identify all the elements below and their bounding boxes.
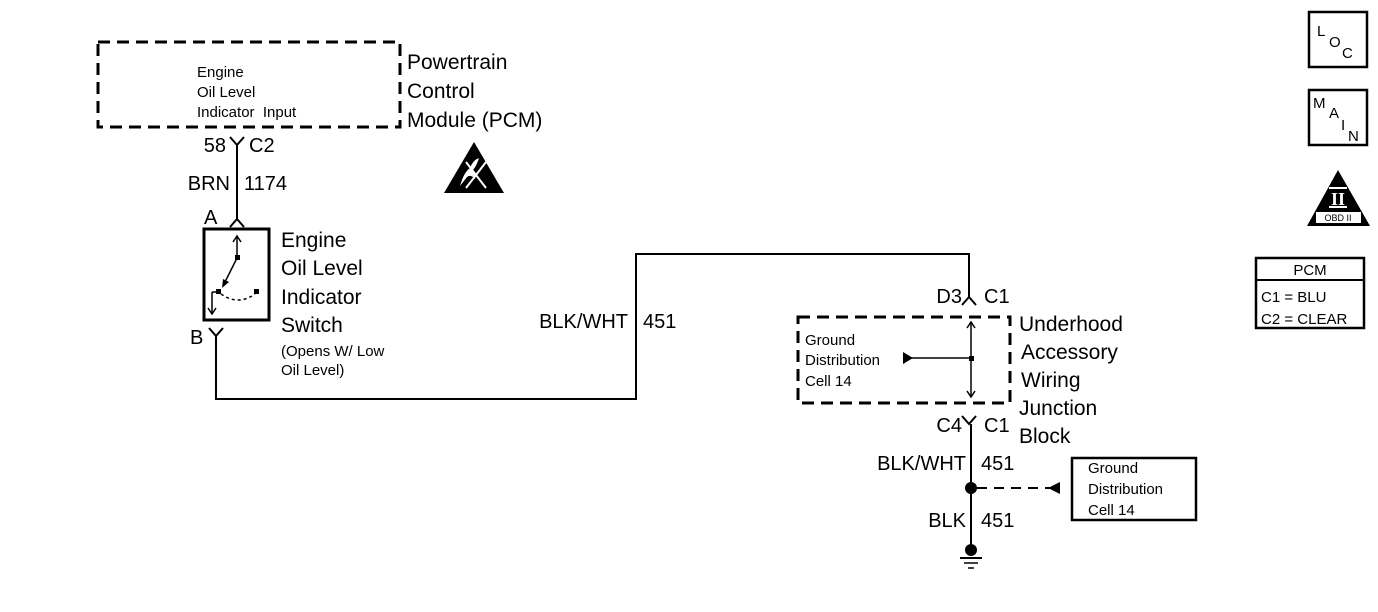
obd-ii-label: OBD II: [1324, 213, 1351, 223]
loc-letter-c: C: [1342, 45, 1353, 62]
pcm-input-line-2: Oil Level: [197, 84, 255, 101]
switch-box: [202, 227, 271, 322]
pcm-connector: C2: [249, 135, 275, 157]
junction-ground-line-3: Cell 14: [805, 373, 852, 390]
junction-bottom-connector: C1: [984, 415, 1010, 437]
blk-wht-wire-color: BLK/WHT: [539, 311, 628, 333]
switch-terminal-a: A: [204, 207, 218, 229]
loc-letter-o: O: [1329, 34, 1341, 51]
pcm-input-line-1: Engine: [197, 64, 244, 81]
switch-name-line-2: Oil Level: [281, 257, 363, 280]
blk-wht-wire-circuit: 451: [643, 311, 676, 333]
junction-bus: [903, 320, 976, 399]
switch-contacts: [207, 234, 259, 316]
ground-ref-line-2: Distribution: [1088, 481, 1163, 498]
junction-name-line-2: Accessory: [1021, 341, 1118, 364]
switch-b-connector-symbol: [208, 327, 224, 338]
pcm-box: [96, 40, 402, 129]
ground-ref-arrow: [1048, 482, 1060, 494]
junction-name-line-5: Block: [1019, 425, 1071, 448]
switch-name-line-3: Indicator: [281, 286, 362, 309]
blk-wht-wire: [215, 253, 970, 400]
obd-ii-numeral: II: [1331, 189, 1345, 209]
ground-ref-box: [1070, 456, 1198, 522]
brn-wire-circuit: 1174: [244, 173, 287, 195]
pcm-name-line-3: Module (PCM): [407, 109, 542, 132]
pcm-legend-row-1: C1 = BLU: [1261, 289, 1326, 306]
junction-ground-line-2: Distribution: [805, 352, 880, 369]
switch-note-line-1: (Opens W/ Low: [281, 343, 385, 360]
main-letter-m: M: [1313, 95, 1326, 112]
pcm-connector-symbol: [229, 136, 245, 147]
pcm-pin: 58: [204, 135, 226, 157]
obd-ii-reference-button[interactable]: II OBD II: [1307, 170, 1370, 226]
main-letter-n: N: [1348, 128, 1359, 145]
switch-name-line-1: Engine: [281, 229, 346, 252]
pcm-legend-row-2: C2 = CLEAR: [1261, 311, 1347, 328]
ground-ref-line-1: Ground: [1088, 460, 1138, 477]
loc-letter-l: L: [1317, 23, 1325, 40]
lower-wire-color: BLK/WHT: [877, 453, 966, 475]
lower-wire-circuit: 451: [981, 453, 1014, 475]
main-reference-button[interactable]: M A I N: [1307, 88, 1369, 147]
junction-top-connector-symbol: [961, 295, 977, 306]
junction-bottom-connector-symbol: [961, 415, 977, 426]
pcm-input-line-3: Indicator Input: [197, 104, 297, 121]
switch-a-connector-symbol: [229, 217, 245, 228]
pcm-name-line-1: Powertrain: [407, 51, 507, 74]
junction-ground-line-1: Ground: [805, 332, 855, 349]
ground-wire-circuit: 451: [981, 510, 1014, 532]
ground-wire-color: BLK: [928, 510, 966, 532]
splice-point: [965, 482, 977, 494]
junction-name-line-1: Underhood: [1019, 313, 1123, 336]
pcm-connector-legend: PCM C1 = BLU C2 = CLEAR: [1254, 256, 1366, 330]
junction-bottom-pin: C4: [936, 415, 962, 437]
main-letter-i: I: [1341, 117, 1345, 134]
loc-reference-button[interactable]: L O C: [1307, 10, 1369, 69]
switch-name-line-4: Switch: [281, 314, 343, 337]
main-letter-a: A: [1329, 105, 1339, 122]
brn-wire-color: BRN: [188, 173, 230, 195]
ground-symbol: [960, 544, 982, 569]
switch-note-line-2: Oil Level): [281, 362, 344, 379]
junction-name-line-3: Wiring: [1021, 369, 1081, 392]
junction-top-pin: D3: [936, 286, 962, 308]
switch-terminal-b: B: [190, 327, 203, 349]
junction-name-line-4: Junction: [1019, 397, 1097, 420]
ground-ref-line-3: Cell 14: [1088, 502, 1135, 519]
pcm-legend-title: PCM: [1293, 262, 1326, 279]
esd-warning-icon: [444, 142, 504, 193]
junction-top-connector: C1: [984, 286, 1010, 308]
pcm-name-line-2: Control: [407, 80, 475, 103]
junction-block-box: [796, 315, 1012, 405]
